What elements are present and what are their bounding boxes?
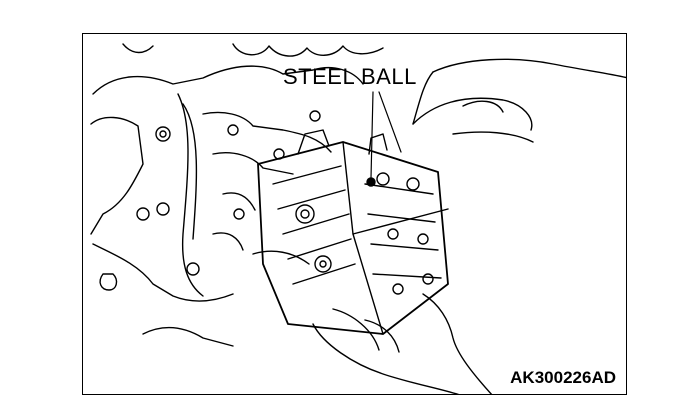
- valve-body: [257, 129, 449, 335]
- steel-ball-label: STEEL BALL: [283, 64, 417, 89]
- valve-body-illustration: [90, 43, 626, 394]
- diagram-frame: STEEL BALL AK300226AD: [82, 33, 627, 395]
- transmission-case: [90, 43, 384, 347]
- steel-ball-mark: [366, 177, 376, 187]
- hand-bottom: [312, 293, 493, 394]
- figure-code: AK300226AD: [510, 368, 616, 387]
- callout-leaders: [370, 91, 402, 179]
- hand-top: [412, 58, 626, 143]
